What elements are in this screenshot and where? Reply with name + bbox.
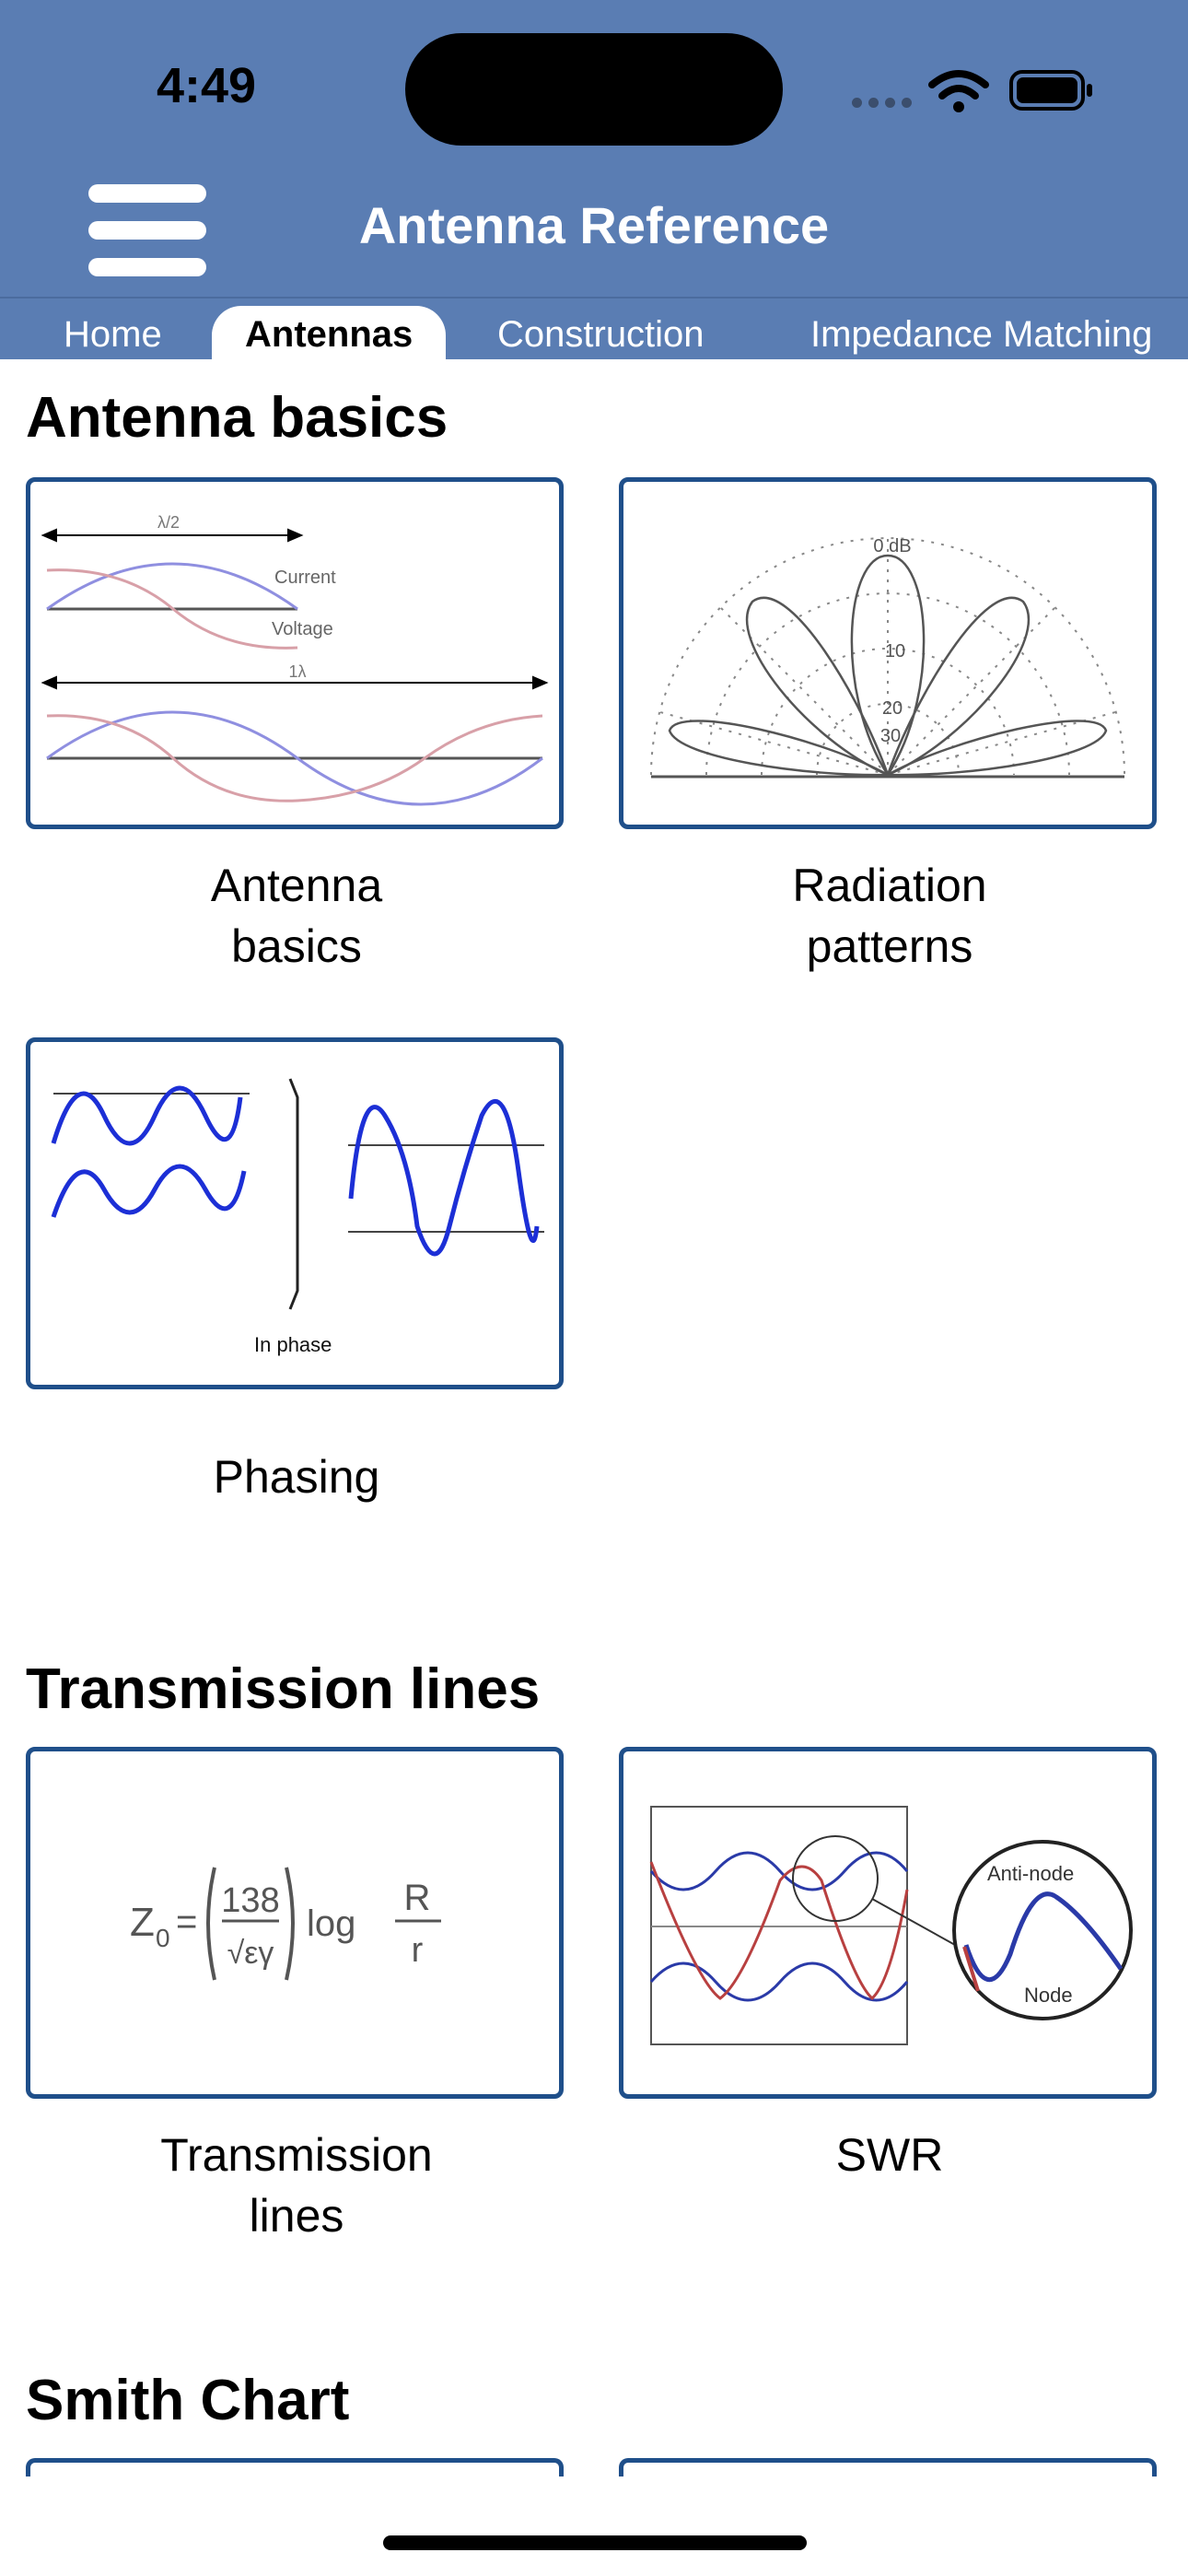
card-transmission-lines[interactable]: Z 0 = 138 √εγ log R r (26, 1747, 564, 2099)
db0-label: 0 dB (873, 536, 911, 556)
formula-num: 138 (221, 1881, 279, 1920)
tab-home[interactable]: Home (64, 314, 162, 355)
battery-icon (1009, 70, 1092, 111)
formula-r-upper: R (404, 1878, 431, 1918)
caption-transmission-lines: Transmission lines (20, 2125, 573, 2246)
section-title-transmission-lines: Transmission lines (26, 1657, 541, 1721)
card-radiation-patterns[interactable]: 0 dB 10 20 30 (619, 477, 1157, 829)
dynamic-island (405, 33, 783, 146)
home-indicator[interactable] (383, 2535, 807, 2550)
caption-line: patterns (806, 920, 973, 972)
one-wave-label: 1λ (288, 662, 306, 681)
tab-impedance-matching[interactable]: Impedance Matching (810, 314, 1153, 355)
polar-radiation-diagram: 0 dB 10 20 30 (650, 536, 1125, 779)
caption-swr: SWR (613, 2125, 1166, 2185)
standing-wave-diagram: λ/2 Current Voltage 1λ (41, 513, 549, 806)
section-title-antenna-basics: Antenna basics (26, 386, 448, 450)
half-wave-label: λ/2 (157, 513, 180, 532)
app-header: 4:49 Antenna Reference (0, 0, 1188, 297)
tab-antennas[interactable]: Antennas (212, 306, 447, 359)
formula-den: √εγ (227, 1936, 274, 1971)
node-label: Node (1024, 1984, 1073, 2007)
impedance-formula: Z 0 = 138 √εγ log R r (130, 1867, 441, 1981)
caption-phasing: Phasing (20, 1446, 573, 1507)
current-label: Current (274, 568, 336, 588)
formula-sub: 0 (156, 1924, 170, 1952)
caption-line: Antenna (210, 860, 383, 911)
in-phase-label: In phase (254, 1333, 332, 1356)
card-antenna-basics[interactable]: λ/2 Current Voltage 1λ (26, 477, 564, 829)
phasing-diagram: In phase (51, 1078, 544, 1356)
wifi-icon (928, 70, 989, 112)
db20-label: 20 (882, 698, 903, 719)
db30-label: 30 (880, 726, 901, 746)
anti-node-label: Anti-node (987, 1862, 1074, 1885)
app-title: Antenna Reference (358, 196, 830, 254)
caption-radiation-patterns: Radiation patterns (613, 855, 1166, 977)
tab-bar: Home Antennas Construction Impedance Mat… (0, 297, 1188, 359)
section-title-smith-chart: Smith Chart (26, 2369, 350, 2432)
formula-log: log (307, 1903, 355, 1944)
card-smith-chart-2[interactable] (619, 2458, 1157, 2476)
voltage-label: Voltage (272, 619, 333, 639)
caption-antenna-basics: Antenna basics (20, 855, 573, 977)
caption-line: Transmission (160, 2129, 433, 2181)
formula-z: Z (130, 1900, 155, 1945)
caption-line: basics (231, 920, 362, 972)
db10-label: 10 (885, 641, 905, 662)
swr-diagram: Anti-node Node (649, 1806, 1133, 2045)
caption-line: Phasing (213, 1451, 380, 1503)
tab-construction[interactable]: Construction (497, 314, 705, 355)
card-smith-chart-1[interactable] (26, 2458, 564, 2476)
status-time: 4:49 (157, 58, 257, 113)
caption-line: Radiation (792, 860, 987, 911)
card-swr[interactable]: Anti-node Node (619, 1747, 1157, 2099)
caption-line: SWR (835, 2129, 944, 2181)
hamburger-menu-icon[interactable] (88, 184, 208, 276)
formula-r-lower: r (412, 1931, 424, 1970)
card-phasing[interactable]: In phase (26, 1037, 564, 1389)
svg-text:=: = (176, 1902, 197, 1942)
cellular-signal-icon (852, 96, 918, 112)
caption-line: lines (249, 2190, 344, 2242)
